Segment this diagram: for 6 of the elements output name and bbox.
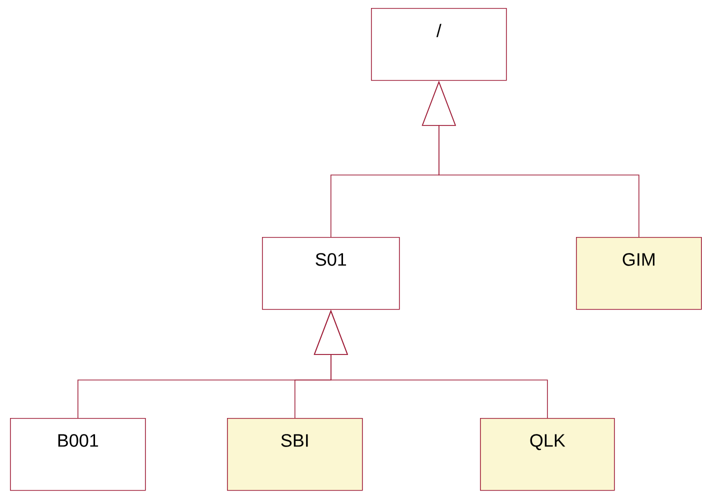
class-box: B001: [10, 418, 146, 491]
class-box: SBI: [227, 418, 363, 491]
class-box: QLK: [480, 418, 615, 491]
class-box: S01: [262, 237, 400, 310]
class-box: /: [371, 8, 507, 81]
class-box: GIM: [576, 237, 702, 310]
